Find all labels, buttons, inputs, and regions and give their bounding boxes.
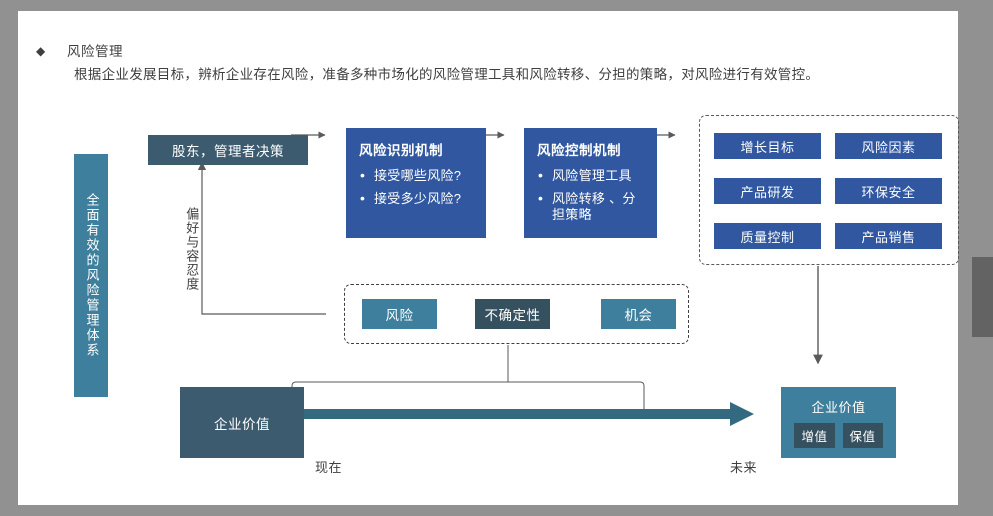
decision-box[interactable]: 股东，管理者决策 [148,135,308,165]
timeline-arrow [294,402,754,426]
list-item: 风险转移 、分担策略 [537,190,644,224]
grid-cell-environment-safety[interactable]: 环保安全 [835,178,942,204]
future-value-title: 企业价值 [811,400,866,415]
slide-page: ◆ 风险管理 根据企业发展目标，辨析企业存在风险，准备多种市场化的风险管理工具和… [18,11,959,505]
grid-cell-quality-control[interactable]: 质量控制 [714,223,821,249]
grid-cell-risk-factor[interactable]: 风险因素 [835,133,942,159]
risk-identification-card[interactable]: 风险识别机制 接受哪些风险? 接受多少风险? [346,128,486,238]
diamond-icon: ◆ [36,44,46,58]
chip-value-increase[interactable]: 增值 [794,423,835,448]
risk-uncertainty-chance-group: 风险 不确定性 机会 [344,284,689,344]
card-item-list: 接受哪些风险? 接受多少风险? [359,167,473,208]
connector-timeline-bracket [291,381,645,413]
grid-cell-growth-target[interactable]: 增长目标 [714,133,821,159]
risk-control-card[interactable]: 风险控制机制 风险管理工具 风险转移 、分担策略 [524,128,657,238]
list-item: 接受多少风险? [359,190,473,208]
card-title: 风险控制机制 [537,143,621,158]
page-description: 根据企业发展目标，辨析企业存在风险，准备多种市场化的风险管理工具和风险转移、分担… [74,67,820,82]
timeline-label-future: 未来 [730,460,758,475]
scrollbar-thumb[interactable] [972,257,993,337]
enterprise-value-now-box[interactable]: 企业价值 [180,387,304,458]
timeline-label-now: 现在 [315,460,343,475]
grid-cell-product-rnd[interactable]: 产品研发 [714,178,821,204]
chip-risk[interactable]: 风险 [362,299,437,329]
connector-feedback-loop [197,161,326,315]
future-value-chips: 增值 保值 [794,423,883,448]
card-title: 风险识别机制 [359,143,443,158]
card-item-list: 风险管理工具 风险转移 、分担策略 [537,167,644,224]
side-banner-label: 全面有效的风险管理体系 [84,193,100,358]
list-item: 接受哪些风险? [359,167,473,185]
list-item: 风险管理工具 [537,167,644,185]
chip-chance[interactable]: 机会 [601,299,676,329]
preference-tolerance-label: 偏好与容忍度 [184,207,200,291]
side-banner: 全面有效的风险管理体系 [74,154,108,397]
grid-cell-product-sales[interactable]: 产品销售 [835,223,942,249]
page-title: 风险管理 [67,44,123,59]
chip-uncertainty[interactable]: 不确定性 [475,299,550,329]
enterprise-value-future-box[interactable]: 企业价值 增值 保值 [781,387,896,458]
chip-value-preserve[interactable]: 保值 [842,423,883,448]
vertical-scrollbar[interactable] [972,0,993,516]
objective-grid-group: 增长目标 风险因素 产品研发 环保安全 质量控制 产品销售 [699,115,959,265]
